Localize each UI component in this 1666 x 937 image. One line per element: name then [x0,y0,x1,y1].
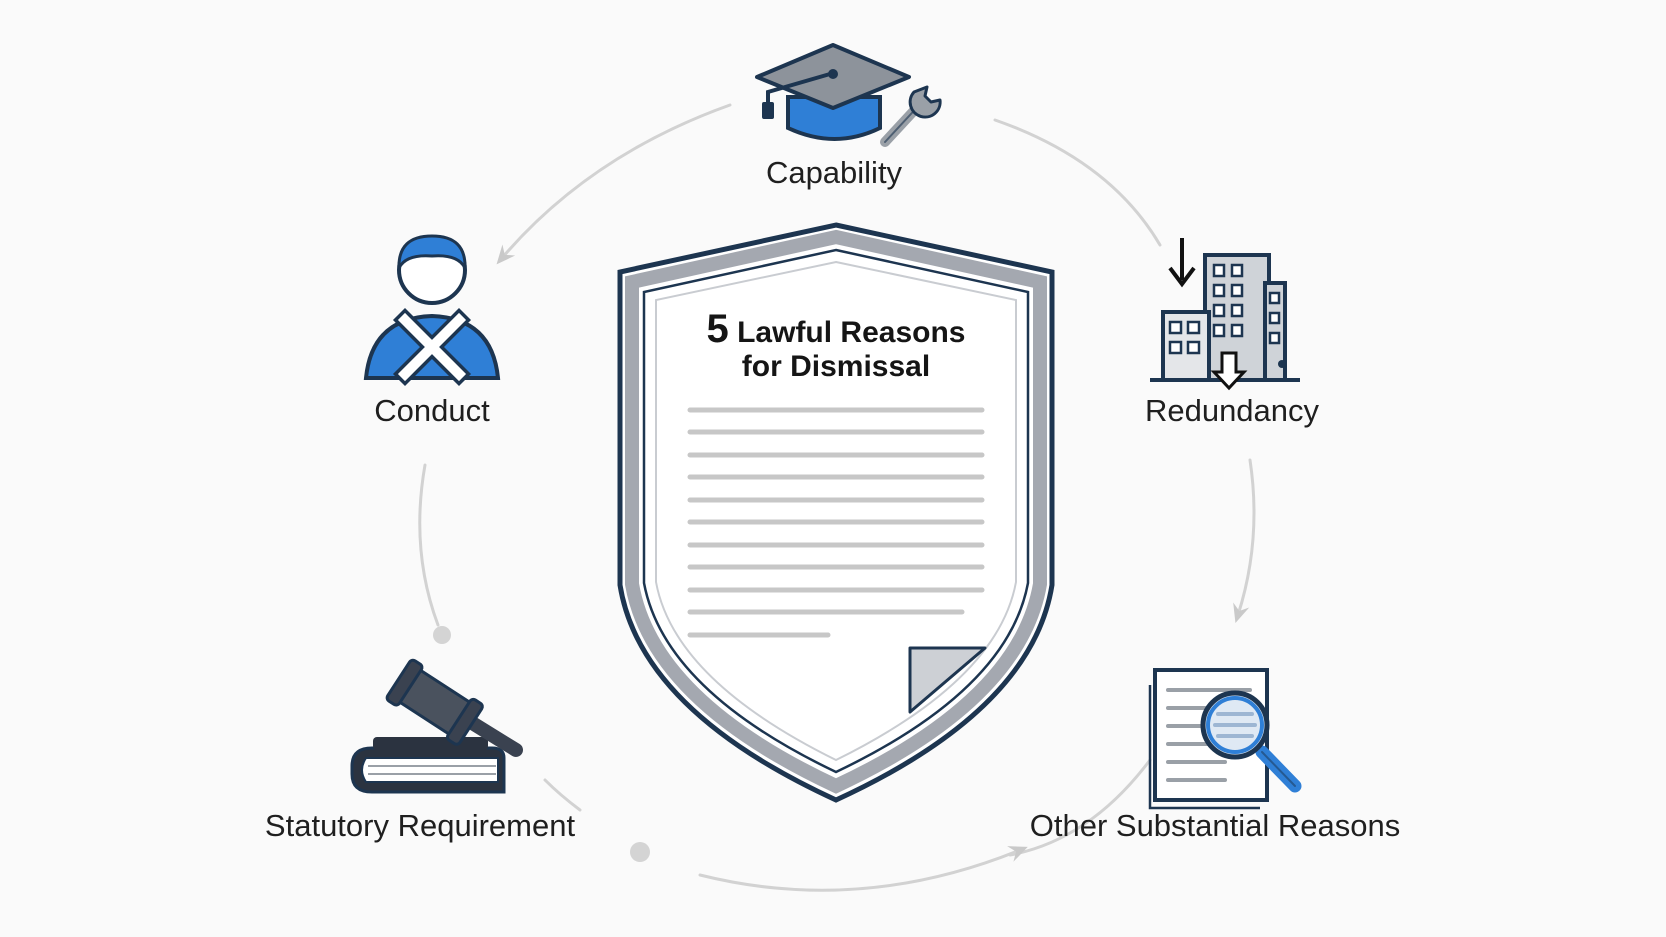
connector-dot-left [433,626,451,644]
arc-capability-to-redundancy [993,118,1162,247]
label-capability: Capability [765,155,903,190]
person-cross-icon [363,234,501,387]
cycle-arrows [418,103,1256,892]
title-number: 5 [706,307,729,351]
gavel-book-icon [350,658,523,794]
arc-statutory-stub [543,778,582,812]
graduation-cap-wrench-icon [755,43,942,147]
diagram-title: 5 Lawful Reasons for Dismissal [665,309,1007,384]
label-conduct: Conduct [374,393,490,428]
building-down-arrow-icon [1150,238,1300,391]
arc-capability-to-conduct [496,103,732,265]
arc-other-to-statutory [1008,758,1152,857]
arc-conduct-to-statutory [418,463,440,627]
page-curl-icon [908,646,987,714]
connector-dot-bottom [630,842,650,862]
document-magnifier-icon [1148,668,1302,810]
title-line-1: Lawful Reasons [737,316,966,349]
label-redundancy: Redundancy [1144,393,1320,428]
arc-bottom-into-other [698,846,1028,892]
label-other-substantial-reasons: Other Substantial Reasons [1029,808,1401,843]
label-statutory-requirement: Statutory Requirement [264,808,576,843]
arc-redundancy-to-other [1233,458,1256,624]
title-line-2: for Dismissal [741,350,931,383]
document-text-lines [687,407,985,638]
